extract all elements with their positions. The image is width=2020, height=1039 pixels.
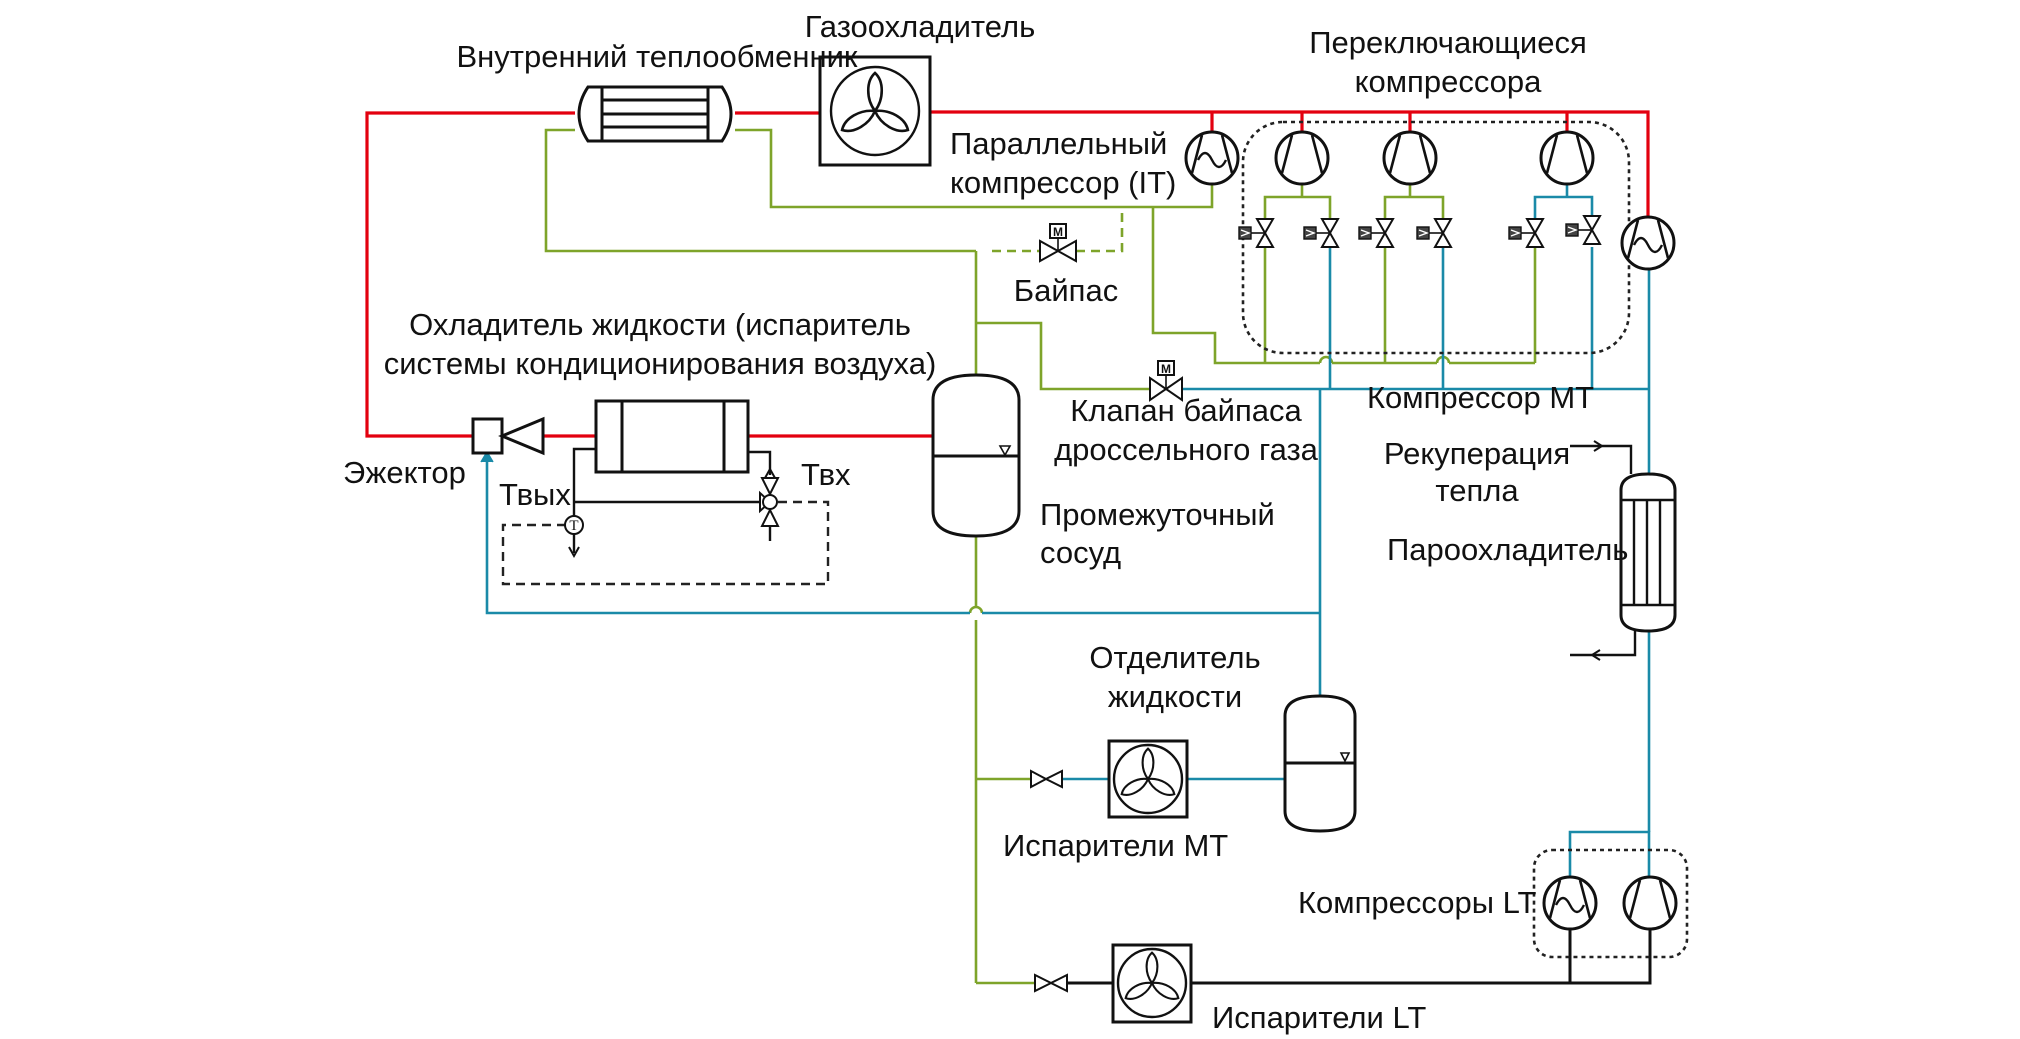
gas-cooler-label: Газоохладитель	[805, 9, 1035, 44]
intermediate-receiver	[931, 373, 1021, 538]
evaporators-mt-label: Испарители MT	[1003, 828, 1228, 863]
t-in-label: Твх	[801, 457, 851, 492]
inverter-icon	[1554, 896, 1586, 914]
switching-compressor-2	[1382, 130, 1438, 186]
flash-gas-valve-label-1: Клапан байпаса	[1070, 393, 1302, 428]
desuperheater-label: Пароохладитель	[1387, 532, 1628, 567]
compressors-lt-label: Компрессоры LT	[1298, 885, 1537, 920]
bypass-label: Байпас	[1014, 273, 1118, 308]
gas-cooler	[818, 55, 932, 167]
lt-compressor-2	[1622, 875, 1678, 931]
temperature-sensor: T	[564, 515, 584, 535]
solenoid-valve-icon	[1565, 215, 1601, 245]
mt-evaporator	[1107, 739, 1189, 819]
heat-recovery-label-1: Рекуперация	[1384, 436, 1570, 471]
mt-compressor	[1620, 215, 1676, 271]
receiver-label-1: Промежуточный	[1040, 497, 1275, 532]
flash-gas-bypass-valve: M	[1149, 360, 1183, 402]
mt-expansion-valve	[1030, 769, 1063, 789]
evaporators-lt-label: Испарители LT	[1212, 1000, 1426, 1035]
switching-compressor-3	[1539, 130, 1595, 186]
lt-compressors-group	[1532, 848, 1689, 959]
switching-compressor-1	[1274, 130, 1330, 186]
parallel-compressor-label-1: Параллельный	[950, 126, 1167, 161]
internal-hx-label: Внутренний теплообменник	[456, 39, 857, 74]
switching-compressors-label-1: Переключающиеся	[1309, 25, 1587, 60]
parallel-compressor	[1184, 130, 1240, 186]
flash-gas-valve-label-2: дроссельного газа	[1054, 432, 1319, 467]
bypass-valve: M	[1039, 223, 1077, 263]
desuperheater	[1570, 440, 1677, 661]
parallel-compressor-label-2: компрессор (IT)	[950, 165, 1176, 200]
inverter-icon	[1196, 151, 1228, 169]
lt-evaporator	[1111, 943, 1193, 1024]
solenoid-valve-icon	[1508, 218, 1544, 248]
lt-expansion-valve	[1034, 973, 1068, 993]
control-signal-line	[501, 500, 830, 586]
ejector-label: Эжектор	[343, 455, 466, 490]
solenoid-valve-icon	[1358, 218, 1394, 248]
level-icon	[1339, 752, 1351, 763]
level-icon	[998, 445, 1012, 457]
intermediate-pressure-line	[544, 128, 1537, 985]
liquid-cooler	[568, 399, 776, 559]
motor-icon: M	[1161, 362, 1171, 376]
liquid-cooler-label-2: системы кондиционирования воздуха)	[384, 346, 937, 381]
liquid-separator	[1283, 694, 1357, 833]
lt-suction-line	[1067, 929, 1652, 985]
compressor-mt-label: Компрессор MT	[1367, 380, 1594, 415]
switching-compressors-label-2: компрессора	[1355, 64, 1543, 99]
liquid-separator-label-2: жидкости	[1108, 679, 1242, 714]
lt-compressor-1	[1542, 875, 1598, 931]
bypass-dashed-line	[1076, 207, 1124, 253]
three-way-valve	[759, 477, 780, 527]
solenoid-valve-icon	[1303, 218, 1339, 248]
liquid-cooler-label-1: Охладитель жидкости (испаритель	[409, 307, 911, 342]
liquid-separator-label-1: Отделитель	[1089, 640, 1260, 675]
heat-recovery-label-2: тепла	[1435, 473, 1519, 508]
t-out-label: Твых	[499, 477, 571, 512]
internal-heat-exchanger	[577, 85, 733, 143]
ejector	[471, 416, 545, 456]
receiver-label-2: сосуд	[1040, 535, 1121, 570]
solenoid-valve-icon	[1416, 218, 1452, 248]
high-pressure-line	[365, 110, 1650, 438]
svg-text:T: T	[569, 518, 578, 534]
motor-icon: M	[1053, 225, 1063, 239]
inverter-icon	[1632, 236, 1664, 254]
